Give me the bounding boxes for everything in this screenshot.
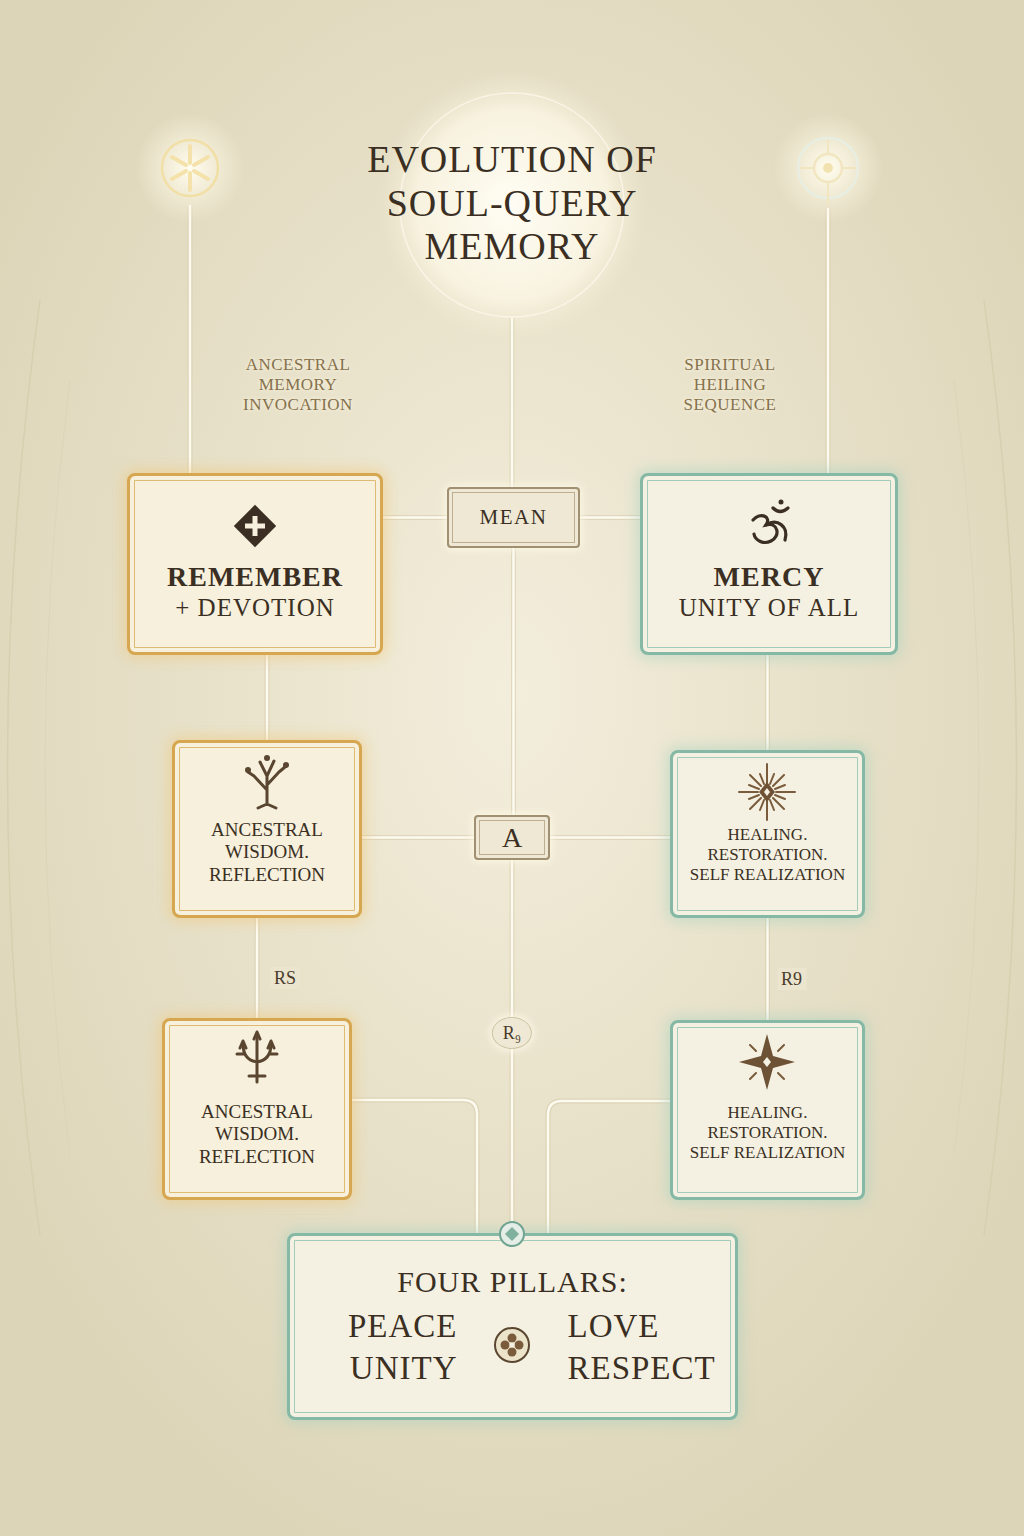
connector-glow [511,548,516,815]
edge-label-holder: RS [270,967,300,989]
connector-line [766,655,769,750]
connector-glow [580,515,640,520]
healing-box: HEALING. RESTORATION. SELF REALIZATION [670,750,865,918]
node-heading: HEALING. RESTORATION. SELF REALIZATION [681,1103,854,1163]
connector-glow [765,655,770,750]
node-heading: MERCY [714,560,825,593]
edge-label-holder: R₉ [492,1017,532,1049]
beacon-line [189,205,192,473]
connector-line [352,1100,477,1233]
wisdom-box: ANCESTRAL WISDOM. REFLECTION [162,1018,352,1200]
node-heading: ANCESTRAL WISDOM. REFLECTION [183,819,351,886]
beacon-cross [800,140,856,205]
connector-glow [765,918,770,1020]
side-arc [8,300,41,1236]
pillar-grid: PEACE LOVE UNITY RESPECT [298,1305,727,1389]
delta-box: A [474,815,550,860]
connector-glow [352,1100,477,1233]
title-holder: EVOLUTION OF SOUL-QUERY MEMORY [342,138,682,269]
label-holder: SPIRITUAL HEILING SEQUENCE [653,355,808,415]
node-heading: MEAN [480,505,548,530]
connector-glow [383,515,447,520]
section-label: ANCESTRAL MEMORY INVOCATION [218,355,378,415]
side-arc [45,380,70,1156]
mean-box: MEAN [447,487,580,548]
node-heading: ANCESTRAL WISDOM. REFLECTION [173,1101,341,1168]
sun-beacon [162,140,218,196]
beacon-core [823,163,833,173]
connector-line [580,516,640,519]
connector-line [362,836,474,839]
edge-label: R9 [777,968,806,990]
pillars-box: FOUR PILLARS: PEACE LOVE UNITY RESPECT [287,1233,738,1420]
connector-line [256,918,259,1018]
beacon-line-glow [188,205,193,473]
connector-glow [265,655,270,740]
edge-label: RS [270,967,300,989]
node-heading: A [502,821,522,854]
title-stem [511,318,514,487]
beacon-spokes [172,146,208,190]
connector-line [383,516,447,519]
beacon-line-glow [826,208,831,473]
connector-line [512,548,515,815]
beacon-ring [798,138,858,198]
node-text: LOVE [568,1305,660,1347]
node-heading: FOUR PILLARS: [397,1264,628,1299]
node-heading: REMEMBER [167,560,343,593]
connector-line [266,655,269,740]
node-text: + DEVOTION [175,593,335,623]
connector-line [766,918,769,1020]
connector-line [548,1101,670,1233]
target-beacon [798,138,858,205]
node-text: UNITY OF ALL [679,593,860,623]
wisdom-box: ANCESTRAL WISDOM. REFLECTION [172,740,362,918]
beacon-ring [162,140,218,196]
label-holder: ANCESTRAL MEMORY INVOCATION [218,355,378,415]
node-text: PEACE [348,1305,458,1347]
side-arc [984,300,1017,1236]
node-text: UNITY [350,1347,458,1389]
beacon-glow [773,113,883,223]
mercy-box: MERCYUNITY OF ALL [640,473,898,655]
side-arc [954,380,979,1156]
devotion-box: REMEMBER+ DEVOTION [127,473,383,655]
section-label: SPIRITUAL HEILING SEQUENCE [653,355,808,415]
diagram-title: EVOLUTION OF SOUL-QUERY MEMORY [342,138,682,269]
beacon-glow [135,113,245,223]
connector-glow [550,835,670,840]
node-heading: HEALING. RESTORATION. SELF REALIZATION [681,825,854,885]
node-text: RESPECT [568,1347,716,1389]
healing-box: HEALING. RESTORATION. SELF REALIZATION [670,1020,865,1200]
connector-glow [362,835,474,840]
edge-label-holder: R9 [777,968,806,990]
title-stem-glow [510,318,515,487]
connector-line [550,836,670,839]
connector-glow [255,918,260,1018]
beacon-line [827,208,830,473]
edge-label: R₉ [492,1017,532,1049]
connector-glow [548,1101,670,1233]
beacon-ring [814,154,842,182]
